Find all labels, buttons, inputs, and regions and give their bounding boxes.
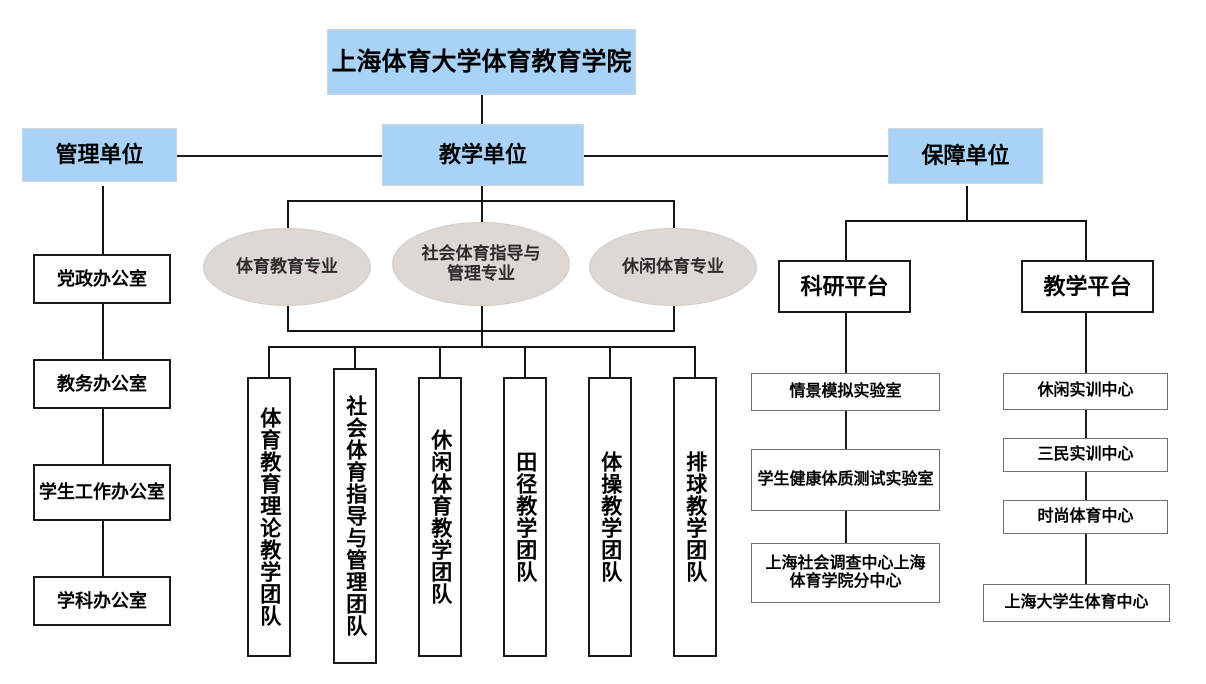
branch-label-support: 保障单位: [921, 143, 1010, 169]
research-child-2[interactable]: 学生健康体质测试实验室: [751, 449, 940, 511]
connector-team-5-drop: [609, 346, 611, 377]
major-oval-1[interactable]: 体育教育专业: [203, 228, 371, 306]
major-oval-1-label: 体育教育专业: [236, 257, 338, 277]
research-child-1-label: 情景模拟实验室: [789, 382, 902, 400]
connector-major-1-out: [287, 306, 289, 330]
management-office-1-label: 党政办公室: [57, 268, 147, 289]
teachplat-child-4[interactable]: 上海大学生体育中心: [983, 584, 1170, 622]
branch-label-management: 管理单位: [55, 142, 144, 168]
connector-platform-2-drop: [1085, 220, 1087, 260]
major-oval-3[interactable]: 休闲体育专业: [589, 228, 757, 306]
major-oval-3-label: 休闲体育专业: [622, 257, 724, 277]
management-office-4[interactable]: 学科办公室: [33, 576, 171, 626]
connector-management-1-2: [102, 304, 104, 359]
teaching-team-4-label: 田径教学团队: [513, 451, 537, 583]
teaching-team-1-label: 体育教育理论教学团队: [257, 407, 281, 627]
connector-team-4-drop: [524, 346, 526, 377]
connector-root-down: [481, 95, 483, 124]
research-child-3-label: 上海社会调查中心上海体育学院分中心: [765, 554, 926, 590]
branch-node-teaching[interactable]: 教学单位: [382, 124, 584, 186]
teaching-team-5[interactable]: 体操教学团队: [588, 377, 632, 657]
connector-major-2-drop: [481, 200, 483, 236]
platform-label-teaching: 教学平台: [1043, 273, 1132, 299]
connector-platform-1-drop: [845, 220, 847, 260]
branch-node-support[interactable]: 保障单位: [888, 128, 1043, 184]
connector-team-3-drop: [439, 346, 441, 377]
research-child-3[interactable]: 上海社会调查中心上海体育学院分中心: [751, 543, 940, 603]
major-oval-2[interactable]: 社会体育指导与管理专业: [392, 222, 570, 306]
platform-label-research: 科研平台: [800, 273, 889, 299]
teaching-team-5-label: 体操教学团队: [598, 451, 622, 583]
teaching-team-2[interactable]: 社会体育指导与管理团队: [333, 368, 377, 664]
teaching-team-3-label: 休闲体育教学团队: [428, 429, 452, 605]
connector-teachplat-spine-3: [1085, 472, 1087, 500]
connector-team-6-drop: [694, 346, 696, 377]
connector-management-2-3: [102, 409, 104, 464]
teachplat-child-3-label: 时尚体育中心: [1037, 507, 1134, 525]
connector-team-1-drop: [268, 346, 270, 377]
teaching-team-3[interactable]: 休闲体育教学团队: [418, 377, 462, 657]
research-child-1[interactable]: 情景模拟实验室: [751, 373, 940, 411]
connector-majors-bottom-rail: [287, 330, 675, 332]
connector-support-down: [966, 186, 968, 220]
branch-node-management[interactable]: 管理单位: [22, 128, 177, 182]
management-office-2-label: 教务办公室: [57, 373, 147, 394]
connector-research-spine-3: [845, 511, 847, 543]
research-child-2-label: 学生健康体质测试实验室: [757, 470, 934, 488]
teachplat-child-4-label: 上海大学生体育中心: [1004, 593, 1149, 611]
teachplat-child-2[interactable]: 三民实训中心: [1003, 438, 1168, 472]
teachplat-child-1-label: 休闲实训中心: [1037, 382, 1134, 400]
teaching-team-4[interactable]: 田径教学团队: [503, 377, 547, 657]
management-office-3[interactable]: 学生工作办公室: [33, 464, 171, 521]
connector-major-1-drop: [287, 200, 289, 236]
teaching-team-1[interactable]: 体育教育理论教学团队: [247, 377, 291, 657]
platform-node-research[interactable]: 科研平台: [778, 260, 911, 313]
connector-major-2-out: [481, 306, 483, 346]
root-label: 上海体育大学体育教育学院: [331, 47, 632, 76]
major-oval-2-label: 社会体育指导与管理专业: [421, 244, 541, 283]
connector-teams-rail: [268, 346, 695, 348]
management-office-2[interactable]: 教务办公室: [33, 359, 171, 409]
connector-management-3-4: [102, 521, 104, 576]
connector-teachplat-spine-2: [1085, 410, 1087, 438]
connector-major-3-drop: [673, 200, 675, 236]
connector-research-spine-1: [845, 313, 847, 373]
connector-research-spine-2: [845, 411, 847, 449]
teaching-team-6-label: 排球教学团队: [683, 451, 707, 583]
connector-management-spine: [102, 186, 104, 254]
connector-level2-rail-left: [176, 155, 383, 157]
teachplat-child-2-label: 三民实训中心: [1037, 445, 1134, 463]
management-office-1[interactable]: 党政办公室: [33, 254, 171, 304]
management-office-4-label: 学科办公室: [57, 590, 147, 611]
teachplat-child-3[interactable]: 时尚体育中心: [1003, 500, 1168, 534]
teaching-team-2-label: 社会体育指导与管理团队: [343, 395, 367, 637]
connector-major-3-out: [673, 306, 675, 330]
root-node[interactable]: 上海体育大学体育教育学院: [327, 29, 636, 95]
connector-teachplat-spine-1: [1085, 313, 1087, 373]
branch-label-teaching: 教学单位: [438, 142, 527, 168]
connector-platforms-rail: [845, 220, 1087, 222]
platform-node-teaching[interactable]: 教学平台: [1021, 260, 1154, 313]
connector-level2-rail-right: [583, 155, 888, 157]
connector-teachplat-spine-4: [1085, 534, 1087, 584]
connector-team-2-drop: [354, 346, 356, 368]
teaching-team-6[interactable]: 排球教学团队: [673, 377, 717, 657]
teachplat-child-1[interactable]: 休闲实训中心: [1003, 373, 1168, 410]
management-office-3-label: 学生工作办公室: [39, 482, 165, 503]
